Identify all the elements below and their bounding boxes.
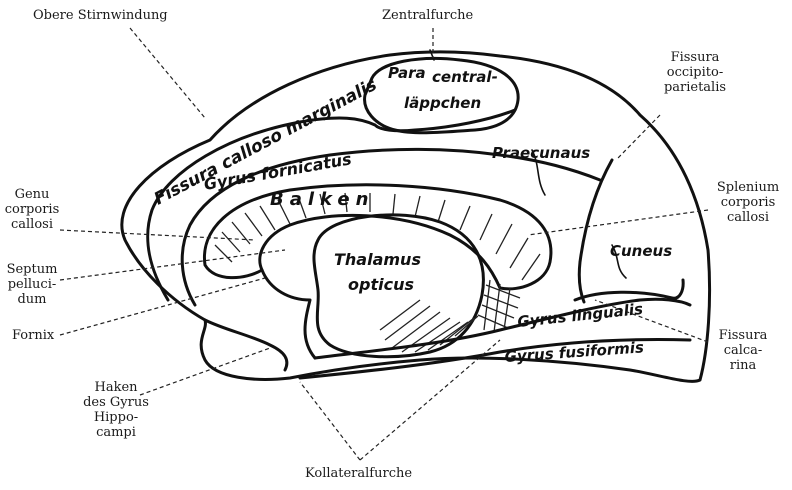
label-paracentral-line1: Para (388, 64, 426, 82)
label-splenium-corporis-callosi: Splenium corporis callosi (706, 180, 790, 225)
label-zentralfurche: Zentralfurche (382, 8, 473, 23)
leader-genu (60, 230, 255, 240)
label-fissura-calcarina: Fissura calca- rina (708, 328, 778, 373)
corpus-callosum-outline (204, 185, 550, 289)
label-genu-corporis-callosi: Genu corporis callosi (2, 187, 62, 232)
label-fornix: Fornix (12, 328, 54, 343)
label-paracentral-line2: läppchen (404, 94, 481, 112)
label-balken: Balken (270, 189, 374, 210)
label-thalamus-line1: Thalamus (334, 250, 421, 269)
label-septum-pellucidum: Septum pelluci- dum (2, 262, 62, 307)
label-haken-des-gyrus-hippocampi: Haken des Gyrus Hippo- campi (76, 380, 156, 440)
parieto-occipital-fissure (579, 160, 612, 302)
leader-kollateral-left (300, 382, 360, 460)
label-kollateralfurche: Kollateralfurche (305, 466, 412, 481)
label-gyrus-lingualis: Gyrus lingualis (517, 300, 644, 331)
leader-haken (140, 348, 270, 395)
label-cuneus: Cuneus (610, 242, 672, 260)
calcarine-fissure (575, 280, 683, 300)
label-praecuneus: Praecunaus (492, 144, 590, 162)
label-fissura-occipito-parietalis: Fissura occipito- parietalis (650, 50, 740, 95)
leader-splenium (528, 210, 708, 235)
label-paracentral-line1b: central- (432, 68, 498, 86)
leader-obere-stirnwindung (130, 28, 205, 118)
uncus-hook (205, 320, 287, 370)
label-thalamus-line2: opticus (348, 275, 414, 294)
label-obere-stirnwindung: Obere Stirnwindung (33, 8, 168, 23)
leader-fissura-occipito-parietalis (618, 115, 660, 158)
